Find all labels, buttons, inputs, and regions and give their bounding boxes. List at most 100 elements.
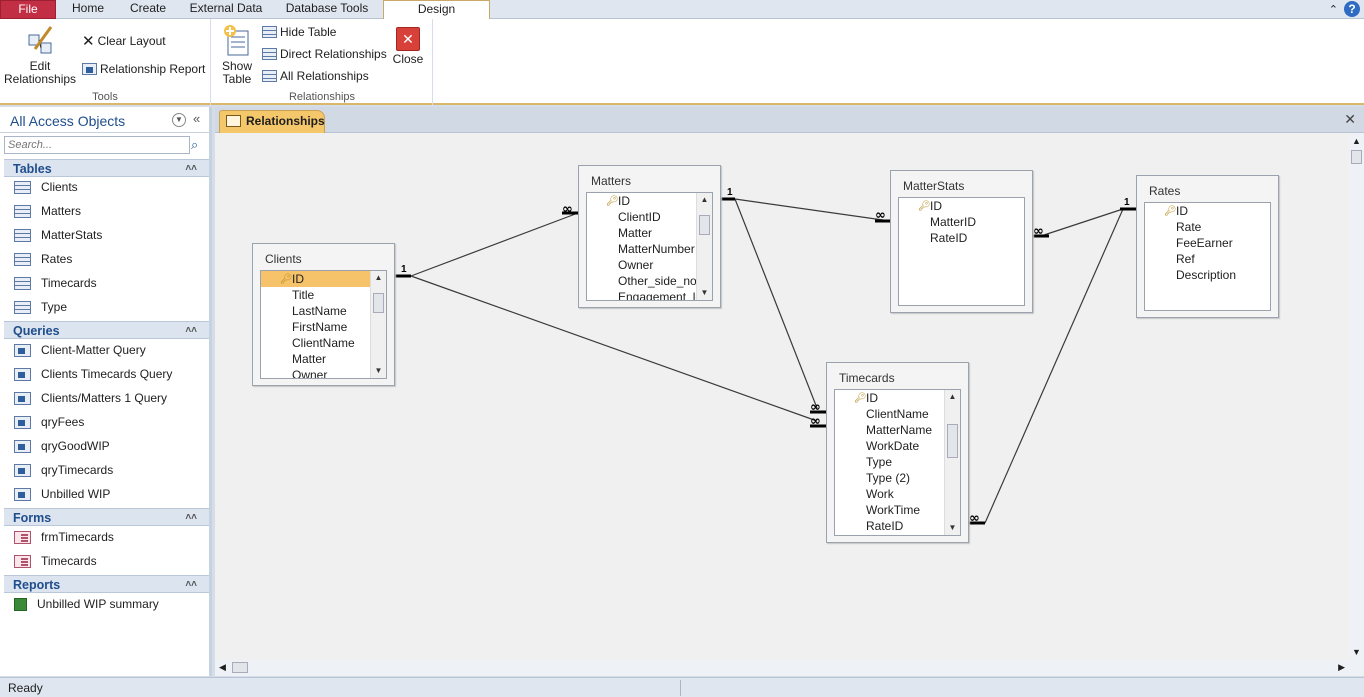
close-document-icon[interactable]: ✕ xyxy=(1344,111,1356,127)
field[interactable]: RateID xyxy=(866,519,904,533)
direct-relationships-button[interactable]: Direct Relationships xyxy=(262,47,387,61)
tab-file[interactable]: File xyxy=(0,0,56,19)
scroll-up-icon[interactable]: ▲ xyxy=(700,195,709,204)
nav-search-input[interactable] xyxy=(4,136,190,154)
nav-item-matterstats-table[interactable]: MatterStats xyxy=(14,224,102,246)
nav-header[interactable]: All Access Objects ▼ « xyxy=(0,107,209,133)
relationships-canvas[interactable]: 1 1 1 ∞ ∞ ∞ ∞ ∞ ∞ Clients 🔑︎ID Title Las… xyxy=(215,133,1349,660)
field[interactable]: Matter xyxy=(292,352,327,366)
field[interactable]: Rate xyxy=(1176,220,1202,234)
field[interactable]: MatterName xyxy=(866,423,933,437)
scroll-right-icon[interactable]: ▶ xyxy=(1338,662,1345,672)
field-primary-key[interactable]: 🔑︎ID xyxy=(899,198,1024,214)
clear-layout-button[interactable]: ✕ Clear Layout xyxy=(82,32,166,50)
field-list-scrollbar[interactable]: ▲▼ xyxy=(370,271,386,378)
collapse-chevron-icon[interactable]: ˄˄ xyxy=(185,512,197,523)
table-rates[interactable]: Rates 🔑︎ID Rate FeeEarner Ref Descriptio… xyxy=(1136,175,1279,318)
nav-title[interactable]: All Access Objects xyxy=(10,113,126,129)
nav-item-query[interactable]: qryGoodWIP xyxy=(14,435,110,457)
tab-external-data[interactable]: External Data xyxy=(189,1,263,15)
nav-item-type-table[interactable]: Type xyxy=(14,296,67,318)
table-matters[interactable]: Matters 🔑︎ID ClientID Matter MatterNumbe… xyxy=(578,165,721,308)
field[interactable]: ClientName xyxy=(292,336,355,350)
nav-item-report[interactable]: Unbilled WIP summary xyxy=(14,593,159,615)
section-tables[interactable]: Tables˄˄ xyxy=(4,159,209,177)
scroll-thumb[interactable] xyxy=(699,215,710,235)
nav-item-query[interactable]: qryTimecards xyxy=(14,459,113,481)
field[interactable]: Owner xyxy=(292,368,328,379)
field[interactable]: Work xyxy=(866,487,894,501)
field-list[interactable]: 🔑︎ID Rate FeeEarner Ref Description xyxy=(1144,202,1271,311)
field[interactable]: Type (2) xyxy=(866,471,911,485)
scroll-up-icon[interactable]: ▲ xyxy=(374,273,383,282)
section-reports[interactable]: Reports˄˄ xyxy=(4,575,209,593)
scroll-thumb[interactable] xyxy=(232,662,248,673)
table-matterstats[interactable]: MatterStats 🔑︎ID MatterID RateID xyxy=(890,170,1033,313)
field[interactable]: Owner xyxy=(618,258,654,272)
nav-item-form[interactable]: Timecards xyxy=(14,550,97,572)
field-primary-key[interactable]: 🔑︎ID xyxy=(261,271,386,287)
field[interactable]: ClientID xyxy=(618,210,661,224)
tab-relationships[interactable]: Relationships xyxy=(219,110,325,133)
scroll-up-icon[interactable]: ▲ xyxy=(948,392,957,401)
minimize-ribbon-icon[interactable]: ⌃ xyxy=(1328,3,1338,16)
scroll-thumb[interactable] xyxy=(373,293,384,313)
field-list-scrollbar[interactable]: ▲▼ xyxy=(944,390,960,535)
scroll-up-icon[interactable]: ▲ xyxy=(1352,136,1361,146)
field[interactable]: Engagement_le xyxy=(618,290,703,301)
field[interactable]: Title xyxy=(292,288,315,302)
edit-relationships-button[interactable]: Edit Relationships xyxy=(4,25,76,86)
field-primary-key[interactable]: 🔑︎ID xyxy=(587,193,712,209)
field-list[interactable]: 🔑︎ID ClientID Matter MatterNumber Owner … xyxy=(586,192,713,301)
nav-item-rates-table[interactable]: Rates xyxy=(14,248,72,270)
field-primary-key[interactable]: 🔑︎ID xyxy=(1145,203,1270,219)
nav-item-form[interactable]: frmTimecards xyxy=(14,526,114,548)
collapse-pane-icon[interactable]: « xyxy=(193,111,201,126)
field[interactable]: Other_side_not xyxy=(618,274,701,288)
tab-design[interactable]: Design xyxy=(383,0,490,20)
all-relationships-button[interactable]: All Relationships xyxy=(262,69,369,83)
field[interactable]: FirstName xyxy=(292,320,348,334)
scroll-thumb[interactable] xyxy=(1351,150,1362,164)
collapse-chevron-icon[interactable]: ˄˄ xyxy=(185,325,197,336)
table-clients[interactable]: Clients 🔑︎ID Title LastName FirstName Cl… xyxy=(252,243,395,386)
nav-item-query[interactable]: Clients/Matters 1 Query xyxy=(14,387,167,409)
field[interactable]: RateID xyxy=(930,231,968,245)
nav-item-clients-table[interactable]: Clients xyxy=(14,176,78,198)
nav-menu-dropdown-icon[interactable]: ▼ xyxy=(172,113,186,127)
tab-database-tools[interactable]: Database Tools xyxy=(285,1,369,15)
nav-item-query[interactable]: Unbilled WIP xyxy=(14,483,110,505)
field-primary-key[interactable]: 🔑︎ID xyxy=(835,390,960,406)
field[interactable]: WorkDate xyxy=(866,439,920,453)
scroll-down-icon[interactable]: ▼ xyxy=(948,523,957,532)
collapse-chevron-icon[interactable]: ˄˄ xyxy=(185,163,197,174)
nav-item-matters-table[interactable]: Matters xyxy=(14,200,81,222)
field[interactable]: Matter xyxy=(618,226,653,240)
help-icon[interactable]: ? xyxy=(1344,1,1360,17)
horizontal-scrollbar[interactable]: ◀ ▶ xyxy=(215,660,1349,676)
field[interactable]: Ref xyxy=(1176,252,1195,266)
field[interactable]: FeeEarner xyxy=(1176,236,1233,250)
scroll-left-icon[interactable]: ◀ xyxy=(219,662,226,672)
hide-table-button[interactable]: Hide Table xyxy=(262,25,336,39)
scroll-down-icon[interactable]: ▼ xyxy=(374,366,383,375)
search-icon[interactable]: ⌕ xyxy=(191,137,199,152)
section-queries[interactable]: Queries˄˄ xyxy=(4,321,209,339)
field-list[interactable]: 🔑︎ID Title LastName FirstName ClientName… xyxy=(260,270,387,379)
vertical-scrollbar[interactable]: ▲ ▼ xyxy=(1349,133,1364,660)
field[interactable]: Description xyxy=(1176,268,1237,282)
field[interactable]: MatterID xyxy=(930,215,977,229)
show-table-button[interactable]: Show Table xyxy=(218,23,256,86)
scroll-down-icon[interactable]: ▼ xyxy=(1352,647,1361,657)
nav-item-query[interactable]: qryFees xyxy=(14,411,84,433)
tab-create[interactable]: Create xyxy=(129,1,167,15)
collapse-chevron-icon[interactable]: ˄˄ xyxy=(185,579,197,590)
tab-home[interactable]: Home xyxy=(71,1,104,15)
nav-item-query[interactable]: Client-Matter Query xyxy=(14,339,146,361)
nav-item-query[interactable]: Clients Timecards Query xyxy=(14,363,172,385)
field[interactable]: MatterNumber xyxy=(618,242,695,256)
nav-item-timecards-table[interactable]: Timecards xyxy=(14,272,97,294)
field[interactable]: LastName xyxy=(292,304,347,318)
scroll-thumb[interactable] xyxy=(947,424,958,458)
field-list-scrollbar[interactable]: ▲▼ xyxy=(696,193,712,300)
